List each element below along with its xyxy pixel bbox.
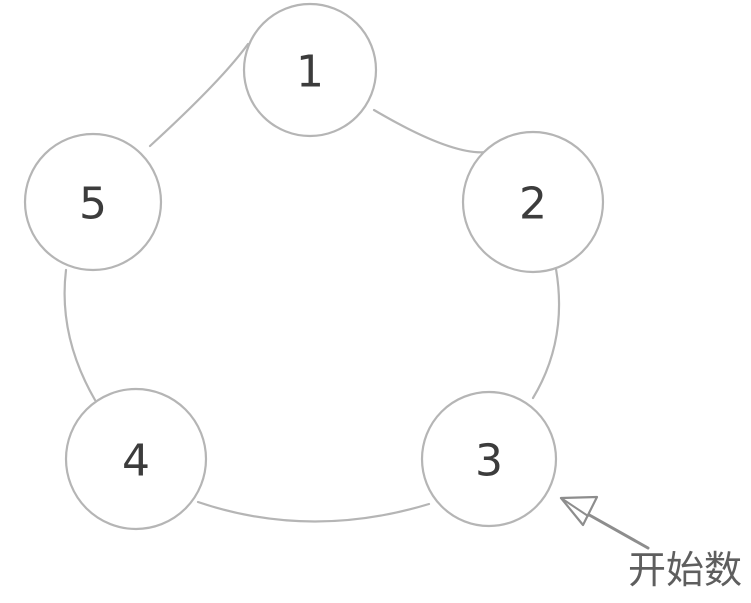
node-group: 1 2 3 4 5 (23, 2, 605, 531)
start-pointer-arrow (559, 495, 650, 550)
start-annotation-label: 开始数 (628, 548, 743, 592)
node-3[interactable]: 3 (420, 390, 558, 528)
pointer-arrow-shaft (582, 510, 650, 550)
node-4-label: 4 (122, 436, 150, 487)
node-1-label: 1 (296, 47, 324, 98)
node-5-label: 5 (79, 179, 107, 230)
node-1[interactable]: 1 (242, 2, 378, 138)
node-2-circle[interactable] (461, 130, 605, 274)
node-3-circle[interactable] (420, 390, 558, 528)
edge-2-to-3 (531, 267, 561, 400)
edge-group (63, 42, 561, 523)
edge-3-to-4 (196, 500, 431, 523)
edge-1-to-2 (372, 108, 489, 154)
node-4[interactable]: 4 (64, 387, 208, 531)
node-4-circle[interactable] (64, 387, 208, 531)
node-5-circle[interactable] (23, 132, 163, 272)
node-2-label: 2 (519, 179, 547, 230)
node-2[interactable]: 2 (461, 130, 605, 274)
edge-4-to-5 (63, 268, 97, 402)
node-5[interactable]: 5 (23, 132, 163, 272)
node-3-label: 3 (475, 436, 503, 487)
edge-5-to-1 (148, 42, 250, 148)
pointer-arrow-head-crease (560, 497, 589, 517)
node-1-circle[interactable] (242, 2, 378, 138)
